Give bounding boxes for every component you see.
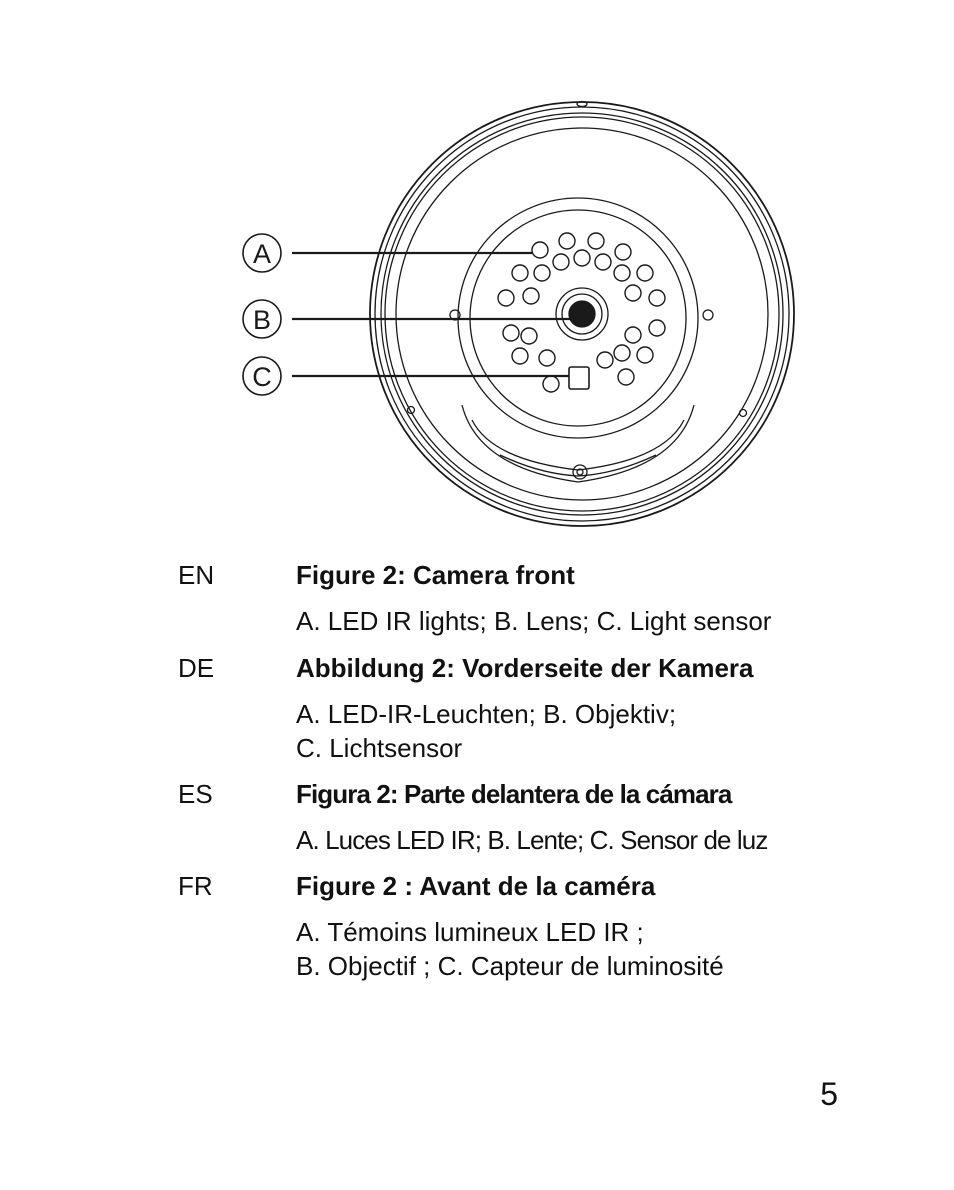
caption-text-es-line-1: A. Luces LED IR; B. Lente; C. Sensor de …	[296, 825, 768, 855]
caption-lang-en: EN	[178, 560, 215, 590]
lens-outer-ring	[555, 287, 609, 341]
callout-b-circle	[242, 299, 282, 339]
led-ir-light	[587, 232, 605, 250]
led-ir-light	[624, 326, 642, 344]
caption-title-de: Abbildung 2: Vorderseite der Kamera	[296, 653, 754, 683]
led-ir-light	[533, 264, 551, 282]
callout-c-label: C	[252, 362, 272, 392]
led-ir-light	[636, 346, 654, 364]
led-ir-light	[617, 368, 635, 386]
light-sensor	[568, 366, 590, 390]
led-ir-light	[520, 327, 538, 345]
visor-outer	[461, 404, 695, 483]
led-ir-light	[502, 324, 520, 342]
visor-inner	[471, 419, 685, 471]
led-ir-light	[542, 375, 560, 393]
housing-ring-4	[384, 116, 780, 512]
caption-text-en-line-1: A. LED IR lights; B. Lens; C. Light sens…	[296, 606, 772, 636]
caption-text-de-line-2: C. Lichtsensor	[296, 733, 463, 763]
housing-top-notch	[576, 100, 588, 108]
callout-a-label: A	[253, 239, 271, 269]
led-ir-light	[497, 289, 515, 307]
led-ir-light	[636, 264, 654, 282]
callout-group: A BC	[242, 233, 578, 396]
housing-ring-5	[395, 127, 769, 501]
led-ir-light	[624, 284, 642, 302]
page-number: 5	[820, 1076, 838, 1112]
caption-lang-de: DE	[178, 653, 215, 683]
led-ir-light	[552, 253, 570, 271]
caption-text-fr-line-2: B. Objectif ; C. Capteur de luminosité	[296, 951, 724, 981]
caption-title-es: Figura 2: Parte delantera de la cámara	[296, 779, 732, 809]
visor-screw-hole	[576, 468, 584, 476]
led-ir-light	[596, 351, 614, 369]
lens-glass	[568, 300, 596, 328]
led-ir-light	[594, 253, 612, 271]
led-ir-light	[614, 243, 632, 261]
led-ir-light	[613, 344, 631, 362]
caption-lang-es: ES	[178, 779, 213, 809]
led-ir-light	[538, 349, 556, 367]
led-ir-light	[648, 289, 666, 307]
callout-c-circle	[242, 356, 282, 396]
caption-text-de-line-1: A. LED-IR-Leuchten; B. Objektiv;	[296, 699, 677, 729]
led-ir-light	[648, 319, 666, 337]
housing-ring-3	[380, 112, 784, 516]
camera-front-figure: A BC	[242, 100, 795, 527]
led-ir-light	[511, 264, 529, 282]
led-ir-light	[573, 249, 591, 267]
led-ir-light	[531, 241, 549, 259]
led-ir-lights	[497, 232, 666, 393]
caption-title-en: Figure 2: Camera front	[296, 560, 575, 590]
visor-rim	[499, 454, 657, 477]
caption-text-fr-line-1: A. Témoins lumineux LED IR ;	[296, 917, 644, 947]
visor-screw	[572, 464, 588, 480]
caption-lang-fr: FR	[178, 871, 213, 901]
led-ir-light	[558, 232, 576, 250]
led-ir-light	[511, 347, 529, 365]
housing-screw-lower-right	[738, 408, 748, 418]
lens-middle-ring	[561, 293, 603, 335]
housing-screw-lower-left	[406, 405, 416, 415]
led-ir-light	[522, 287, 540, 305]
led-ir-light	[613, 264, 631, 282]
callout-a-circle	[242, 233, 282, 273]
housing-screw-right	[702, 309, 714, 321]
caption-title-fr: Figure 2 : Avant de la caméra	[296, 871, 656, 901]
callout-b-label: B	[253, 305, 271, 335]
